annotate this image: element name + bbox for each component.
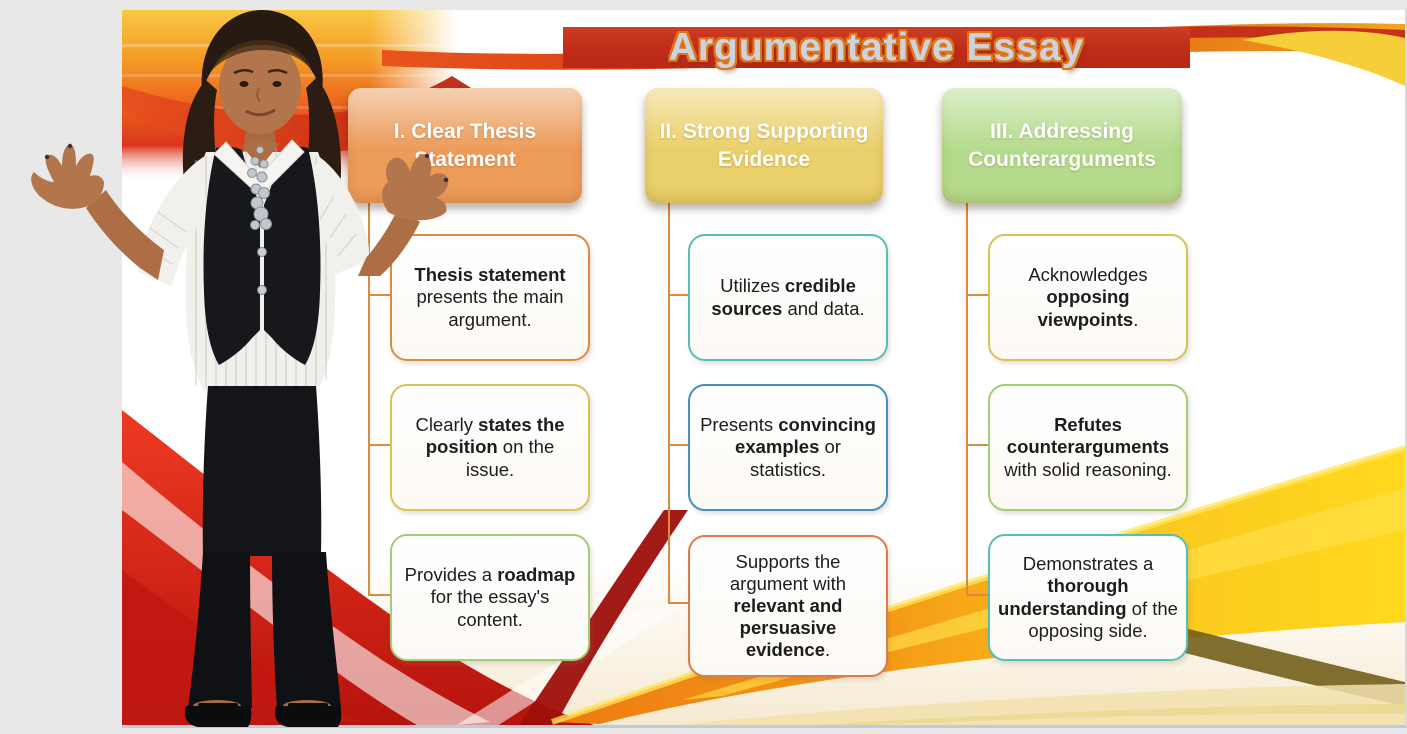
slide-title: Argumentative Essay — [668, 25, 1085, 69]
connector-vertical-line — [368, 203, 370, 595]
connector-branch — [668, 294, 688, 296]
connector-branch — [368, 294, 390, 296]
column-header-3-label: III. Addressing Counterarguments — [968, 120, 1156, 171]
content-box-3-3-text: Demonstrates a thorough understanding of… — [998, 553, 1178, 641]
slide: Argumentative Essay I. Clear Thesis Stat… — [122, 10, 1407, 728]
content-box-1-1: Thesis statement presents the main argum… — [390, 234, 590, 361]
content-box-1-2-text: Clearly states the position on the issue… — [415, 414, 565, 480]
content-box-2-1: Utilizes credible sources and data. — [688, 234, 888, 361]
connector-branch — [966, 594, 988, 596]
connector-branch — [668, 602, 688, 604]
connector-branch — [668, 444, 688, 446]
connector-branch — [966, 294, 988, 296]
content-box-3-3: Demonstrates a thorough understanding of… — [988, 534, 1188, 661]
connector-branch — [966, 444, 988, 446]
connector-vertical-line — [966, 203, 968, 595]
content-box-2-2: Presents convincing examples or statisti… — [688, 384, 888, 511]
column-header-3: III. Addressing Counterarguments — [942, 88, 1182, 203]
content-box-3-1: Acknowledges opposing viewpoints. — [988, 234, 1188, 361]
content-box-1-3-text: Provides a roadmap for the essay's conte… — [404, 564, 576, 630]
column-header-2: II. Strong Supporting Evidence — [645, 88, 883, 203]
content-box-2-3: Supports the argument with relevant and … — [688, 535, 888, 677]
content-box-2-1-text: Utilizes credible sources and data. — [711, 275, 865, 319]
content-box-3-2-text: Refutes counterarguments with solid reas… — [1004, 414, 1172, 480]
content-box-1-1-text: Thesis statement presents the main argum… — [414, 264, 566, 330]
content-box-2-2-text: Presents convincing examples or statisti… — [700, 414, 876, 480]
content-box-3-1-text: Acknowledges opposing viewpoints. — [1028, 264, 1148, 330]
content-box-1-3: Provides a roadmap for the essay's conte… — [390, 534, 590, 661]
column-header-1-label: I. Clear Thesis Statement — [393, 120, 537, 171]
connector-branch — [368, 594, 390, 596]
connector-branch — [368, 444, 390, 446]
connector-vertical-line — [668, 203, 670, 603]
content-box-3-2: Refutes counterarguments with solid reas… — [988, 384, 1188, 511]
column-header-1: I. Clear Thesis Statement — [348, 88, 582, 203]
title-banner: Argumentative Essay — [563, 25, 1190, 69]
column-header-2-label: II. Strong Supporting Evidence — [659, 120, 869, 171]
content-box-2-3-text: Supports the argument with relevant and … — [729, 550, 847, 661]
content-box-1-2: Clearly states the position on the issue… — [390, 384, 590, 511]
